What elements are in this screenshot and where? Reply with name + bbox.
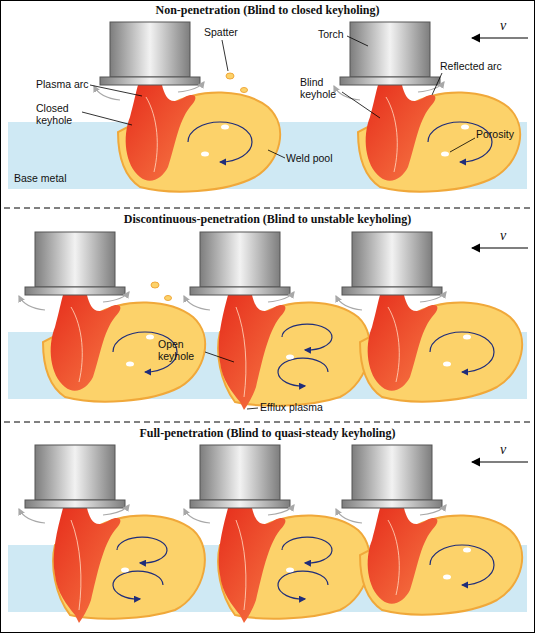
part-label: Reflected arc bbox=[440, 60, 502, 72]
weld-instance bbox=[94, 22, 280, 192]
weld-instance bbox=[184, 445, 370, 623]
panel-divider bbox=[4, 208, 531, 209]
part-label: Porosity bbox=[476, 128, 514, 140]
part-label: Torch bbox=[318, 28, 344, 40]
weld-instance bbox=[334, 22, 520, 192]
velocity-arrow bbox=[472, 461, 528, 462]
spatter-drop bbox=[151, 282, 159, 288]
part-label: Open keyhole bbox=[158, 338, 206, 362]
spatter-drop bbox=[241, 88, 248, 93]
velocity-symbol: v bbox=[500, 18, 506, 34]
panel-divider bbox=[4, 422, 531, 423]
velocity-symbol: v bbox=[500, 228, 506, 244]
panel-heading: Full-penetration (Blind to quasi-steady … bbox=[0, 427, 535, 441]
weld-instance bbox=[336, 232, 522, 402]
part-label: Plasma arc bbox=[36, 78, 89, 90]
part-label: Weld pool bbox=[286, 152, 333, 164]
spatter-drop bbox=[226, 73, 234, 79]
part-label: Base metal bbox=[14, 172, 67, 184]
part-label: Spatter bbox=[204, 26, 238, 38]
part-label: Closed keyhole bbox=[36, 102, 84, 126]
velocity-symbol: v bbox=[500, 442, 506, 458]
spatter-drop bbox=[165, 296, 172, 301]
weld-instance bbox=[184, 232, 370, 410]
weld-instance bbox=[336, 445, 522, 615]
part-label: Efflux plasma bbox=[260, 401, 323, 413]
part-label: Blind keyhole bbox=[300, 76, 345, 100]
panel-heading: Non-penetration (Blind to closed keyholi… bbox=[0, 4, 535, 18]
velocity-arrow bbox=[472, 247, 528, 248]
weld-instance bbox=[19, 232, 205, 402]
velocity-arrow bbox=[472, 37, 528, 38]
panel-heading: Discontinuous-penetration (Blind to unst… bbox=[0, 213, 535, 227]
weld-instance bbox=[19, 445, 205, 623]
